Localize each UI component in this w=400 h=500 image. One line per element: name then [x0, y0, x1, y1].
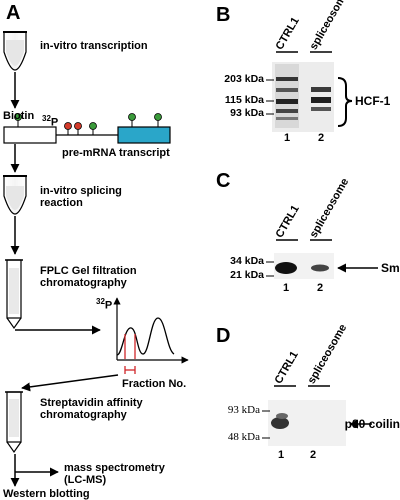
biotin-label: Biotin	[3, 110, 35, 122]
flow-arrow	[21, 374, 119, 392]
blot-d-marker-48: 48 kDa	[227, 431, 260, 443]
column-icon	[5, 259, 23, 330]
blot-c	[266, 239, 378, 279]
blot-d-band-label: p80 coilin	[344, 417, 400, 431]
blot-b-marker-115: 115 kDa	[224, 94, 264, 106]
step-splicing-line1: in-vitro splicing	[40, 185, 122, 197]
p32-superscript: 32	[42, 114, 51, 123]
graph-y-label: 32P	[96, 296, 112, 312]
step-streptavidin-line2: chromatography	[40, 409, 127, 421]
blot-d-marker-93: 93 kDa	[227, 404, 260, 416]
tube-icon	[3, 175, 27, 215]
step-fplc-line1: FPLC Gel filtration	[40, 265, 137, 277]
column-icon	[5, 391, 23, 454]
step-western-blotting: Western blotting	[3, 488, 90, 500]
blot-d	[262, 385, 372, 446]
blot-b-marker-93: 93 kDa	[230, 107, 264, 119]
blot-d-lane-number-1: 1	[278, 449, 285, 461]
graph-y-superscript: 32	[96, 297, 105, 306]
tube-icon	[3, 31, 27, 71]
blot-b	[266, 51, 353, 132]
p32-symbol: P	[50, 116, 59, 129]
blot-c-band-label: Sm	[381, 261, 400, 275]
panel-label-a: A	[6, 2, 21, 24]
blot-c-lane-number-2: 2	[317, 282, 324, 294]
step-splicing-line2: reaction	[40, 197, 83, 209]
blot-c-lane-number-1: 1	[283, 282, 290, 294]
panel-label-c: C	[216, 170, 231, 192]
step-ms-line1: mass spectrometry	[64, 462, 165, 474]
chromatogram	[113, 297, 189, 374]
p32-label: 32P	[42, 113, 58, 129]
blot-b-marker-203: 203 kDa	[224, 73, 264, 85]
panel-label-b: B	[216, 4, 231, 26]
pre-mrna-construct	[3, 113, 171, 144]
pre-mrna-label: pre-mRNA transcript	[62, 147, 170, 159]
blot-b-lane-number-2: 2	[318, 132, 325, 144]
step-ms-line2: (LC-MS)	[64, 474, 107, 486]
blot-b-band-label: HCF-1	[355, 94, 391, 108]
graph-y-symbol: P	[104, 299, 113, 312]
blot-c-marker-21: 21 kDa	[230, 269, 264, 281]
blot-c-marker-34: 34 kDa	[230, 255, 264, 267]
panel-label-d: D	[216, 325, 231, 347]
step-in-vitro-transcription: in-vitro transcription	[40, 40, 148, 52]
graph-x-label: Fraction No.	[122, 378, 187, 390]
step-streptavidin-line1: Streptavidin affinity	[40, 397, 143, 409]
blot-d-lane-number-2: 2	[310, 449, 317, 461]
step-fplc-line2: chromatography	[40, 277, 127, 289]
blot-b-lane-number-1: 1	[284, 132, 291, 144]
